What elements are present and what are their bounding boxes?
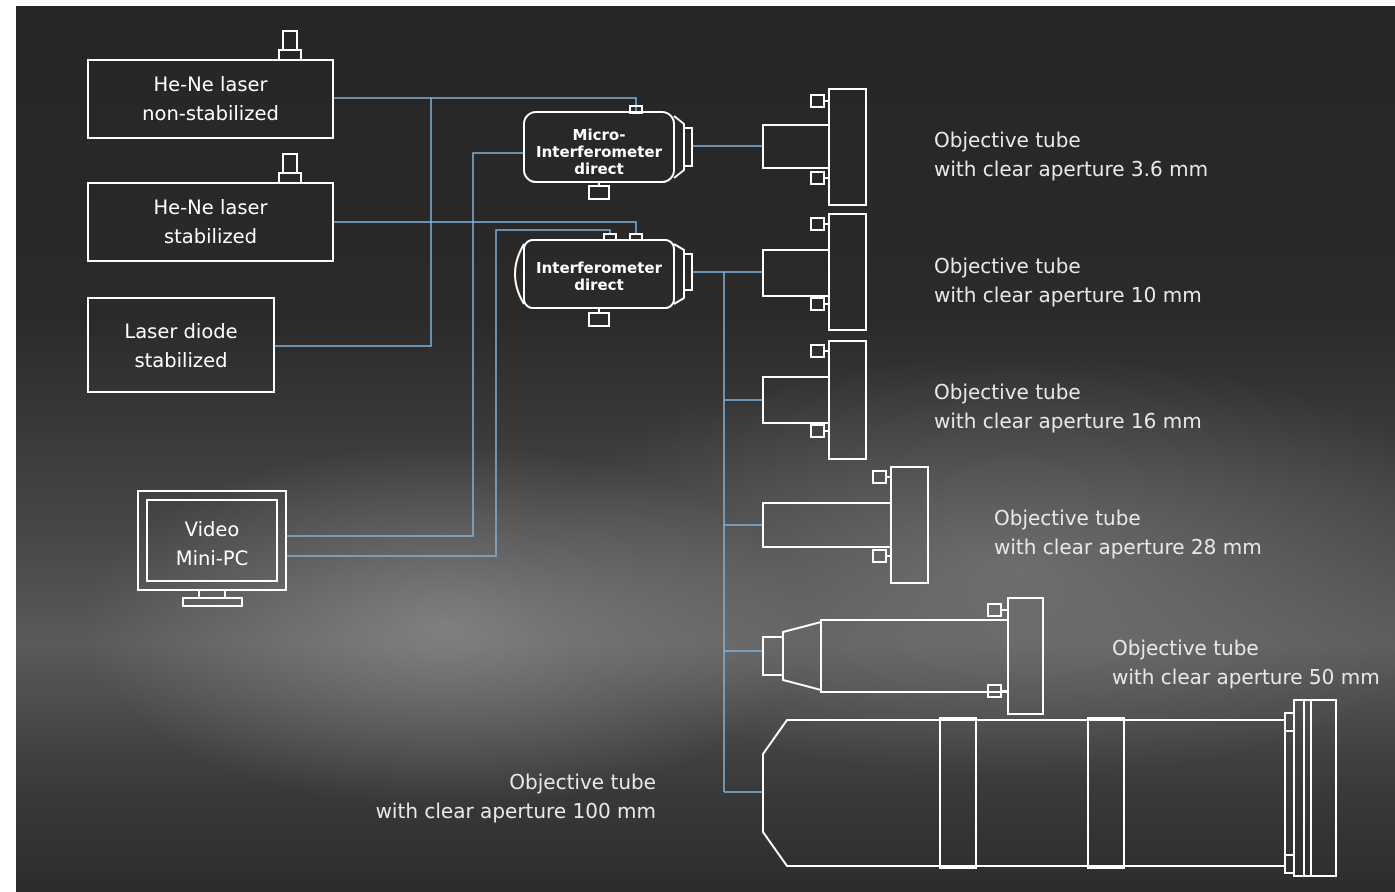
objective-label-28: Objective tube with clear aperture 28 mm bbox=[994, 504, 1262, 562]
cable-network bbox=[274, 97, 763, 793]
diagram-canvas: He-Ne laser non-stabilized He-Ne laser s… bbox=[16, 6, 1395, 892]
diode-line2: stabilized bbox=[134, 349, 228, 372]
hene-stab-line2: stabilized bbox=[164, 225, 257, 248]
micro-line1: Micro- bbox=[572, 126, 626, 144]
pc-line1: Video bbox=[184, 518, 240, 541]
objective-title: Objective tube bbox=[934, 254, 1081, 278]
hene-nonstab-line2: non-stabilized bbox=[142, 102, 279, 125]
objective-label-16: Objective tube with clear aperture 16 mm bbox=[934, 378, 1202, 436]
standard-line2: direct bbox=[574, 276, 624, 294]
diode-box bbox=[87, 297, 275, 393]
objective-title: Objective tube bbox=[934, 128, 1081, 152]
hene-stab-label: He-Ne laser stabilized bbox=[88, 193, 333, 251]
objective-label-50: Objective tube with clear aperture 50 mm bbox=[1112, 634, 1380, 692]
cable-diode bbox=[274, 98, 432, 347]
micro-interferometer bbox=[523, 105, 693, 200]
objective-aperture: with clear aperture 16 mm bbox=[934, 409, 1202, 433]
objective-title: Objective tube bbox=[934, 380, 1081, 404]
objective-50 bbox=[762, 597, 1044, 715]
hene-stab-box bbox=[87, 153, 334, 262]
objective-aperture: with clear aperture 50 mm bbox=[1112, 665, 1380, 689]
objective-100 bbox=[762, 699, 1337, 877]
pc-line2: Mini-PC bbox=[175, 547, 249, 570]
objective-title: Objective tube bbox=[1112, 636, 1259, 660]
cable-hene-nonstab bbox=[333, 97, 637, 112]
pc-monitor bbox=[137, 490, 287, 607]
objective-title: Objective tube bbox=[994, 506, 1141, 530]
standard-interferometer bbox=[514, 233, 693, 327]
objective-aperture: with clear aperture 10 mm bbox=[934, 283, 1202, 307]
objective-10 bbox=[762, 213, 867, 331]
standard-interferometer-label: Interferometer direct bbox=[524, 260, 674, 294]
objective-aperture: with clear aperture 28 mm bbox=[994, 535, 1262, 559]
objective-label-100: Objective tube with clear aperture 100 m… bbox=[366, 768, 656, 826]
objective-label-10: Objective tube with clear aperture 10 mm bbox=[934, 252, 1202, 310]
objective-aperture: with clear aperture 100 mm bbox=[375, 799, 656, 823]
hene-nonstab-line1: He-Ne laser bbox=[153, 73, 268, 96]
hene-nonstab-box bbox=[87, 30, 334, 139]
micro-line2: Interferometer bbox=[536, 143, 662, 161]
standard-line1: Interferometer bbox=[536, 259, 662, 277]
pc-label: Video Mini-PC bbox=[147, 515, 277, 573]
micro-line3: direct bbox=[574, 160, 624, 178]
diagram-drawing bbox=[87, 30, 1337, 877]
cable-pc-micro bbox=[286, 152, 524, 537]
objective-28 bbox=[762, 466, 929, 584]
objective-3-6 bbox=[762, 88, 867, 206]
objective-label-3-6: Objective tube with clear aperture 3.6 m… bbox=[934, 126, 1208, 184]
cable-pc-standard bbox=[286, 229, 611, 557]
diode-line1: Laser diode bbox=[124, 320, 238, 343]
hene-stab-line1: He-Ne laser bbox=[153, 196, 268, 219]
diode-label: Laser diode stabilized bbox=[88, 317, 274, 375]
cable-hene-stab bbox=[333, 221, 637, 234]
micro-interferometer-label: Micro- Interferometer direct bbox=[524, 127, 674, 178]
objective-16 bbox=[762, 340, 867, 460]
cable-standard-trunk bbox=[692, 271, 763, 792]
hene-nonstab-label: He-Ne laser non-stabilized bbox=[88, 70, 333, 128]
objective-title: Objective tube bbox=[509, 770, 656, 794]
objective-aperture: with clear aperture 3.6 mm bbox=[934, 157, 1209, 181]
